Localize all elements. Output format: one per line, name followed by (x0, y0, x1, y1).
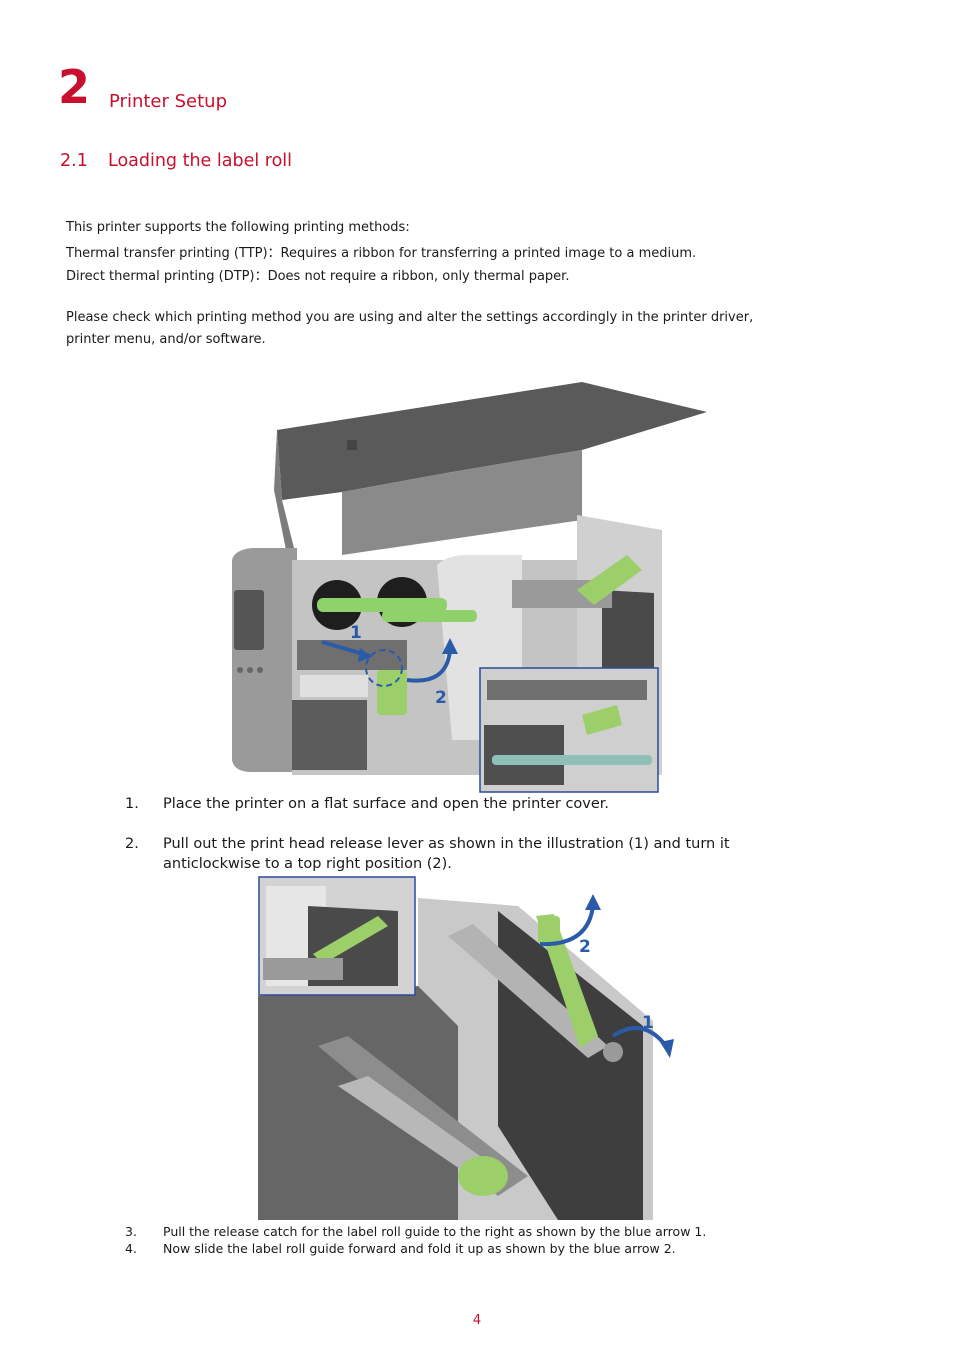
ribbon-spindle (382, 610, 477, 622)
printer-open-cover-illustration: 1 2 (232, 382, 707, 793)
intro-line: Thermal transfer printing (TTP)：Requires… (66, 246, 697, 261)
printer-cover (277, 382, 707, 500)
label-guide-lever (577, 555, 642, 605)
step-number: 1. (125, 796, 139, 812)
section-number: 2.1 (60, 151, 88, 171)
chapter-number: 2 (58, 60, 91, 114)
callout-2: 2 (435, 688, 447, 708)
note-line: Please check which printing method you a… (66, 310, 754, 325)
rotate-arrow-icon (611, 1026, 668, 1048)
label-roll-guide-illustration: 2 1 (258, 876, 678, 1220)
step-text: Now slide the label roll guide forward a… (163, 1241, 676, 1256)
release-catch (536, 914, 598, 1048)
intro-line: Direct thermal printing (DTP)：Does not r… (66, 269, 570, 284)
rotate-arrow-icon (539, 905, 595, 947)
rotate-arrow-icon (406, 649, 452, 683)
section-title: Loading the label roll (108, 151, 293, 171)
step-text: Place the printer on a flat surface and … (163, 796, 610, 812)
note-line: printer menu, and/or software. (66, 332, 266, 347)
page-number: 4 (472, 1313, 482, 1328)
label-spindle (448, 924, 608, 1058)
callout-2: 2 (579, 937, 591, 957)
step-number: 3. (125, 1224, 137, 1239)
printer-side-panel (232, 548, 297, 772)
step-text: Pull out the print head release lever as… (163, 836, 730, 852)
step-text: Pull the release catch for the label rol… (163, 1224, 707, 1239)
label-roll-guide (338, 1076, 508, 1188)
ribbon-spindle (317, 598, 447, 612)
step-number: 2. (125, 836, 139, 852)
callout-1: 1 (350, 623, 362, 643)
intro-line: This printer supports the following prin… (66, 220, 410, 235)
step-number: 4. (125, 1241, 137, 1256)
callout-1: 1 (642, 1013, 654, 1033)
step-text: anticlockwise to a top right position (2… (163, 856, 452, 872)
chapter-title: Printer Setup (109, 91, 227, 112)
print-head-release-lever (377, 670, 407, 715)
